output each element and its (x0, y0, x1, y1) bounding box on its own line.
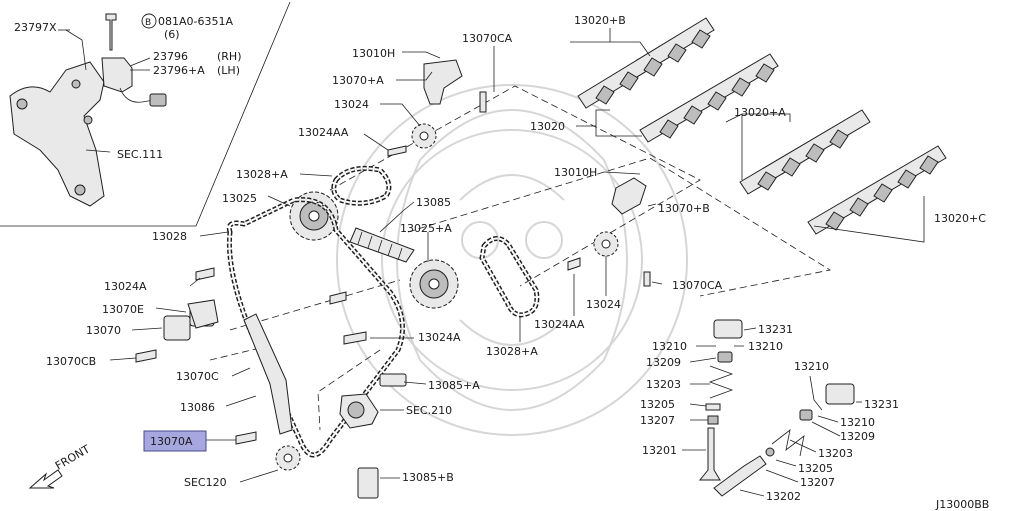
label-13024-right[interactable]: 13024 (586, 298, 621, 311)
label-13070cb[interactable]: 13070CB (46, 355, 96, 368)
label-13025[interactable]: 13025 (222, 192, 257, 205)
label-13020b[interactable]: 13020+B (574, 14, 626, 27)
label-23796a-lh: (LH) (217, 64, 240, 77)
highlight-box-13070a (143, 430, 207, 452)
label-23797x: 23797X (14, 21, 57, 34)
label-front: FRONT (53, 442, 92, 472)
label-13203-a[interactable]: 13203 (646, 378, 681, 391)
label-13070a-top[interactable]: 13070+A (332, 74, 384, 87)
label-13070e[interactable]: 13070E (102, 303, 144, 316)
label-13231-a[interactable]: 13231 (758, 323, 793, 336)
label-13086[interactable]: 13086 (180, 401, 215, 414)
front-arrow-icon (28, 469, 63, 489)
label-13024-top[interactable]: 13024 (334, 98, 369, 111)
sprocket-13025a (409, 259, 459, 309)
label-13020a[interactable]: 13020+A (734, 106, 786, 119)
label-13070c[interactable]: 13070C (176, 370, 219, 383)
tension-arm-13086 (243, 313, 293, 435)
bolt-circle-letter: B (145, 18, 151, 28)
label-sec111: SEC.111 (117, 148, 163, 161)
label-13020[interactable]: 13020 (530, 120, 565, 133)
label-13070a-highlighted[interactable]: 13070A (150, 435, 193, 448)
label-13028[interactable]: 13028 (152, 230, 187, 243)
valve-timing-unit-13070a-top (423, 59, 463, 105)
cam-sensor-23796 (101, 57, 133, 93)
label-13028a-mid[interactable]: 13028+A (486, 345, 538, 358)
valve-assembly-a (698, 319, 743, 481)
crank-sprocket-sec120 (275, 445, 301, 471)
label-13205-b[interactable]: 13205 (798, 462, 833, 475)
inset-box (0, 1, 291, 227)
label-13207-a[interactable]: 13207 (640, 414, 675, 427)
valve-timing-unit-13070b (611, 177, 647, 215)
label-13025a[interactable]: 13025+A (400, 222, 452, 235)
label-13201[interactable]: 13201 (642, 444, 677, 457)
timing-chain-13028a-top (331, 165, 392, 206)
label-23796-rh: (RH) (217, 50, 242, 63)
label-13085a[interactable]: 13085+A (428, 379, 480, 392)
label-13210-b2[interactable]: 13210 (840, 416, 875, 429)
valve-assembly-b (713, 383, 855, 497)
label-13070b[interactable]: 13070+B (658, 202, 710, 215)
bolts (135, 91, 651, 445)
label-13010h-top[interactable]: 13010H (352, 47, 395, 60)
label-13024a-mid[interactable]: 13024A (418, 331, 461, 344)
sprocket-13025 (289, 191, 339, 241)
label-13070ca-right[interactable]: 13070CA (672, 279, 723, 292)
label-13202[interactable]: 13202 (766, 490, 801, 503)
watermark-emblem (336, 84, 688, 436)
label-13020c[interactable]: 13020+C (934, 212, 986, 225)
guide-13085a (379, 373, 407, 387)
label-13085b[interactable]: 13085+B (402, 471, 454, 484)
sprocket-13024-top (411, 123, 437, 149)
tensioner-sec210 (339, 393, 379, 429)
label-13070ca-top[interactable]: 13070CA (462, 32, 513, 45)
label-13210-b1[interactable]: 13210 (794, 360, 829, 373)
label-13024aa-right[interactable]: 13024AA (534, 318, 585, 331)
label-23796: 23796 (153, 50, 188, 63)
label-23796a: 23796+A (153, 64, 205, 77)
bracket-13070e (187, 299, 219, 329)
label-13210-a2[interactable]: 13210 (748, 340, 783, 353)
label-13207-b[interactable]: 13207 (800, 476, 835, 489)
label-13209-a[interactable]: 13209 (646, 356, 681, 369)
sprocket-13024-right (593, 231, 619, 257)
bracket-23797x (9, 61, 105, 207)
label-13205-a[interactable]: 13205 (640, 398, 675, 411)
timing-chain-13028a-mid (479, 236, 540, 318)
label-13024a-left[interactable]: 13024A (104, 280, 147, 293)
camshaft-13020b (577, 17, 715, 109)
label-13210-a1[interactable]: 13210 (652, 340, 687, 353)
label-sec120[interactable]: SEC120 (184, 476, 227, 489)
label-13203-b[interactable]: 13203 (818, 447, 853, 460)
guide-13085b (357, 467, 379, 499)
label-13231-b[interactable]: 13231 (864, 398, 899, 411)
chain-guide-13085 (349, 227, 415, 263)
dashed-outlines (209, 85, 832, 431)
label-bolt-ref: 081A0-6351A (158, 15, 233, 28)
label-bolt-qty: (6) (164, 28, 180, 41)
label-13085[interactable]: 13085 (416, 196, 451, 209)
label-13010h-right[interactable]: 13010H (554, 166, 597, 179)
label-13028a-top[interactable]: 13028+A (236, 168, 288, 181)
camshaft-13020a (739, 109, 871, 195)
label-13024aa-top[interactable]: 13024AA (298, 126, 349, 139)
leader-lines (109, 28, 925, 497)
label-13070[interactable]: 13070 (86, 324, 121, 337)
camshaft-13020 (639, 53, 779, 143)
label-sec210[interactable]: SEC.210 (406, 404, 452, 417)
bolt-ref-group: B 081A0-6351A (6) (141, 13, 233, 41)
diagram-id: J13000BB (935, 498, 989, 511)
label-13209-b[interactable]: 13209 (840, 430, 875, 443)
camshaft-13020c (807, 145, 947, 235)
timing-chain-13028 (226, 197, 405, 458)
